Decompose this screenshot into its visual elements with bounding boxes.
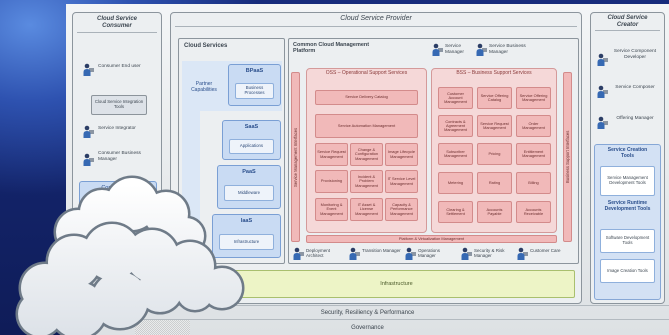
security-risk-manager-label: Security & Risk Manager [474, 248, 505, 259]
saas-layer: SaaS Applications [222, 120, 281, 160]
bpaas-layer: BPaaS Business Processes [228, 64, 281, 106]
oss-cell: Change & Configuration Management [350, 143, 383, 166]
bss-cell: Customer Account Management [438, 87, 473, 109]
oss-cell: IT Service Level Management [385, 170, 418, 193]
bss-cell: Contracts & Agreement Management [438, 115, 473, 137]
bss-cell: Service Offering Catalog [477, 87, 512, 109]
bss-box: BSS – Business Support Services Customer… [431, 68, 557, 233]
consumer-business-manager-label: Consumer Business Manager [98, 151, 141, 162]
service-composer-label: Service Composer [615, 85, 655, 90]
oss-cell: Provisioning [315, 170, 348, 193]
ccmp-region: Common Cloud Management Platform Service… [288, 38, 579, 264]
provider-title: Cloud Service Provider [340, 15, 412, 22]
image-tools-box: Image Creation Tools [600, 259, 655, 283]
bss-cell: Service Offering Management [516, 87, 551, 109]
oss-box: OSS – Operational Support Services Servi… [306, 68, 427, 233]
oss-cell: Service Request Management [315, 143, 348, 166]
iaas-detail: Infrastructure [219, 234, 274, 250]
lower-cloud-shape [15, 221, 245, 335]
ccmp-bottom-bar: Platform & Virtualization Management [306, 235, 557, 243]
oss-wide-cell: Service Automation Management [315, 114, 418, 138]
bpaas-label: BPaaS [245, 68, 264, 74]
creation-tools-title: Service Creation Tools [607, 147, 648, 159]
transition-manager-label: Transition Manager [362, 248, 401, 253]
oss-cell: Incident & Problem Management [350, 170, 383, 193]
creation-tools-box: Service Creation Tools Service Managemen… [594, 144, 661, 300]
bss-title: BSS – Business Support Services [456, 70, 532, 76]
creator-divider [595, 30, 660, 31]
creator-box: Cloud Service Creator Service Component … [590, 12, 665, 304]
saas-detail: Applications [229, 139, 274, 154]
bss-cell: Pricing [477, 143, 512, 165]
creator-title: Cloud Service Creator [607, 15, 648, 28]
service-component-developer-label: Service Component Developer [613, 49, 657, 60]
oss-cell: Image Lifecycle Management [385, 143, 418, 166]
bpaas-detail: Business Processes [235, 83, 274, 99]
provider-divider [175, 26, 577, 27]
software-tools-box: Software Development Tools [600, 229, 655, 253]
offering-manager-label: Offering Manager [616, 116, 654, 121]
consumer-title: Cloud Service Consumer [96, 16, 137, 29]
cloud-services-title: Cloud Services [184, 43, 228, 49]
bss-cell: Subscriber Management [438, 143, 473, 165]
bss-cell: Rating [477, 172, 512, 194]
oss-cell: IT Asset & License Management [350, 198, 383, 221]
paas-detail: Middleware [224, 185, 274, 201]
service-business-manager-label: Service Business Manager [489, 44, 526, 55]
bss-cell: Service Request Management [477, 115, 512, 137]
consumer-divider [77, 32, 157, 33]
ccmp-title: Common Cloud Management Platform [293, 42, 370, 55]
bss-cell: Accounts Payable [477, 201, 512, 223]
customer-care-label: Customer Care [530, 248, 561, 253]
bss-cell: Clearing & Settlement [438, 201, 473, 223]
paas-layer: PaaS Middleware [217, 165, 281, 209]
oss-cell: Capacity & Performance Management [385, 198, 418, 221]
iaas-layer: IaaS Infrastructure [212, 214, 281, 258]
deployment-architect-label: Deployment Architect [306, 248, 331, 259]
partner-capabilities-label: Partner Capabilities [191, 81, 217, 93]
operations-manager-label: Operations Manager [418, 248, 441, 259]
service-integrator-label: Service Integrator [98, 126, 136, 131]
bss-cell: Metering [438, 172, 473, 194]
paas-label: PaaS [242, 169, 256, 175]
bss-cell: Entitlement Management [516, 143, 551, 165]
management-tools-box: Service Management Development Tools [600, 166, 655, 196]
oss-title: OSS – Operational Support Services [325, 70, 408, 76]
governance-band: Governance [66, 319, 669, 335]
service-manager-label: Service Manager [445, 44, 464, 55]
bss-cell: Order Management [516, 115, 551, 137]
bss-cell: Billing [516, 172, 551, 194]
saas-label: SaaS [244, 124, 259, 130]
integration-tools-box: Cloud Service Integration Tools [91, 95, 147, 115]
texture-patch [135, 320, 190, 335]
iaas-label: IaaS [240, 218, 253, 224]
provider-box: Cloud Service Provider Cloud Services Pa… [170, 12, 582, 304]
runtime-tools-title: Service Runtime Development Tools [604, 200, 651, 212]
oss-cell: Monitoring & Event Management [315, 198, 348, 221]
oss-wide-cell: Service Delivery Catalog [315, 90, 418, 105]
consumer-end-user-label: Consumer End user [98, 64, 141, 69]
bss-cell: Accounts Receivable [516, 201, 551, 223]
infrastructure-bar: Infrastructure [218, 270, 575, 298]
security-band: Security, Resiliency & Performance [66, 305, 669, 319]
